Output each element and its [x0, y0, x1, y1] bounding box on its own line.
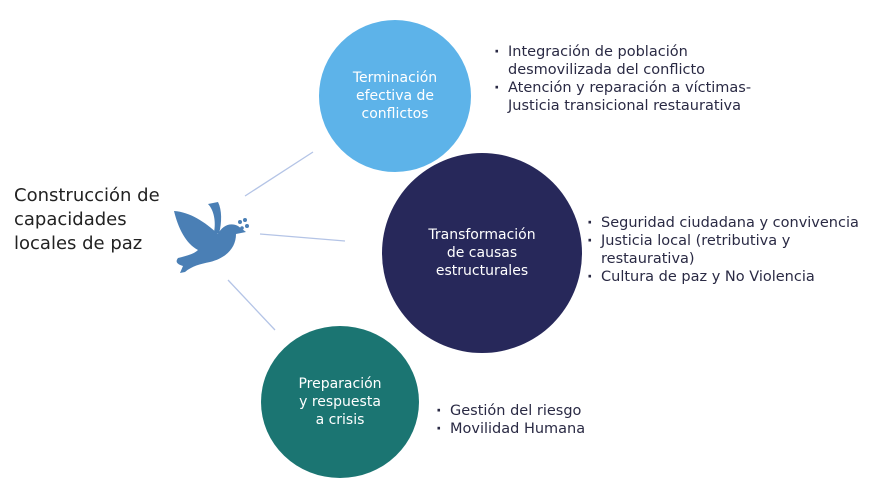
list-item: Atención y reparación a víctimas- Justic…: [494, 79, 783, 115]
branch-label: Preparación y respuesta a crisis: [298, 376, 382, 428]
list-item: Cultura de paz y No Violencia: [587, 268, 887, 286]
list-item: Seguridad ciudadana y convivencia: [587, 214, 887, 232]
branch-circle-conflicts: Terminación efectiva de conflictos: [319, 20, 471, 172]
diagram-title: Construcción de capacidades locales de p…: [14, 185, 160, 254]
list-item: Movilidad Humana: [436, 420, 636, 438]
list-item: Gestión del riesgo: [436, 402, 636, 420]
connector-line-1: [244, 151, 314, 197]
list-item: Justicia local (retributiva y restaurati…: [587, 232, 831, 268]
connector-line-2: [259, 233, 346, 242]
branch-items-conflicts: Integración de población desmovilizada d…: [494, 43, 794, 115]
branch-label: Transformación de causas estructurales: [428, 227, 536, 279]
connector-line-3: [227, 279, 276, 331]
dove-icon: [174, 202, 249, 273]
branch-circle-structural: Transformación de causas estructurales: [382, 153, 582, 353]
branch-items-crisis: Gestión del riesgo Movilidad Humana: [436, 402, 636, 438]
branch-items-structural: Seguridad ciudadana y convivencia Justic…: [587, 214, 887, 286]
list-item: Integración de población desmovilizada d…: [494, 43, 738, 79]
branch-circle-crisis: Preparación y respuesta a crisis: [261, 326, 419, 478]
branch-label: Terminación efectiva de conflictos: [352, 70, 438, 122]
